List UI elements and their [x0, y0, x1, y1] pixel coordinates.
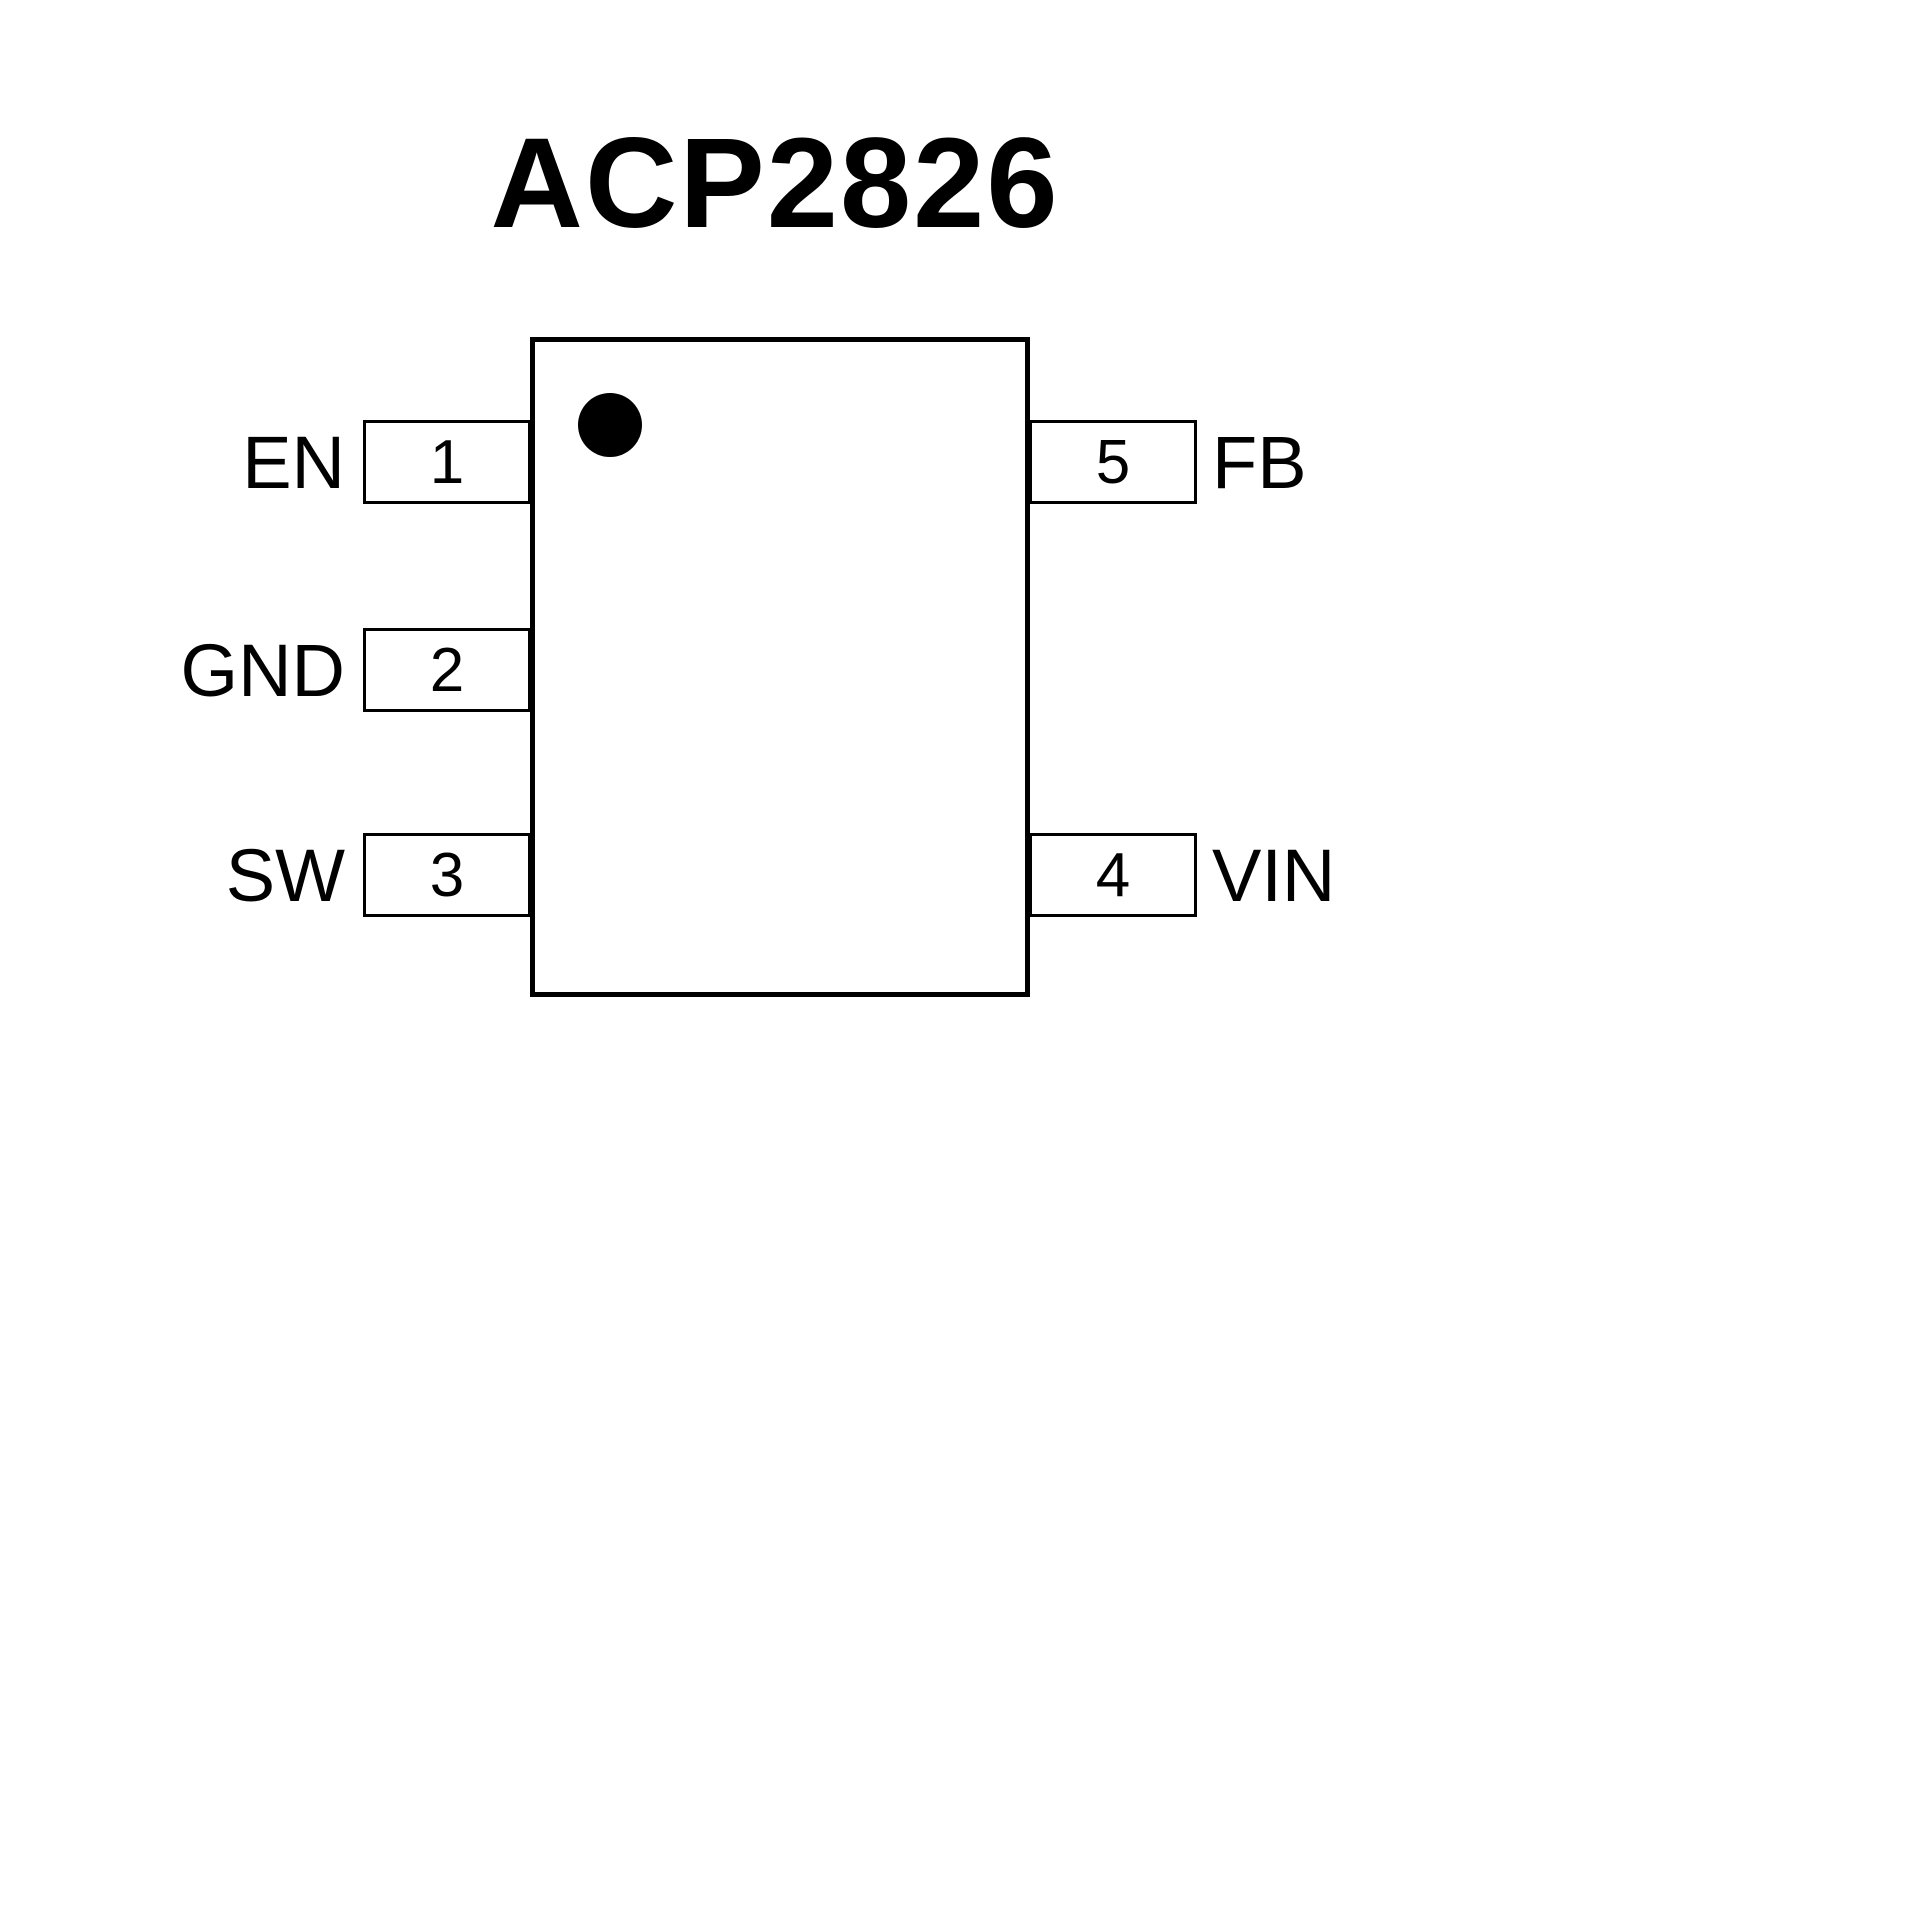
pin-number-4: 4 [1095, 840, 1131, 910]
pin-number-1: 1 [429, 427, 465, 497]
pin-label-en: EN [242, 420, 345, 504]
pin-box-5: 5 [1029, 420, 1197, 504]
part-number-title: ACP2826 [490, 112, 1060, 255]
pin-box-3: 3 [363, 833, 531, 917]
pin1-indicator-dot-icon [578, 393, 642, 457]
pin-number-2: 2 [429, 635, 465, 705]
pin-box-1: 1 [363, 420, 531, 504]
pin-number-5: 5 [1095, 427, 1131, 497]
pin-box-4: 4 [1029, 833, 1197, 917]
pin-box-2: 2 [363, 628, 531, 712]
pin-label-vin: VIN [1212, 833, 1336, 917]
pin-number-3: 3 [429, 840, 465, 910]
pin-label-sw: SW [225, 833, 345, 917]
pin-label-fb: FB [1212, 420, 1307, 504]
pin-label-gnd: GND [180, 628, 345, 712]
